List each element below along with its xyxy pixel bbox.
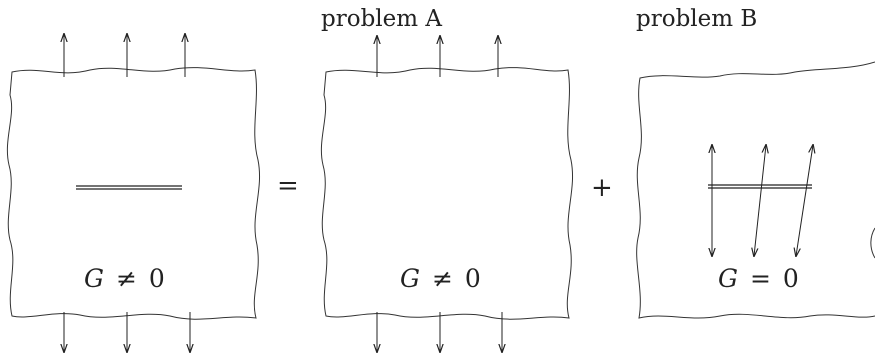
equals-operator: = <box>277 171 299 201</box>
formula-panel-1: G ≠ 0 <box>84 264 165 293</box>
tension-arrows-top <box>377 36 498 77</box>
tension-arrows-bottom <box>377 312 502 352</box>
plus-operator: + <box>591 173 613 203</box>
formula-panel-2: G ≠ 0 <box>400 264 481 293</box>
panel-problem-a: problem A G ≠ 0 <box>320 6 574 352</box>
panel-problem-b: problem B G = 0 <box>636 6 875 319</box>
panel-title-problem-a: problem A <box>321 6 442 32</box>
crack <box>76 185 182 190</box>
tension-arrows-top <box>64 34 185 77</box>
tension-arrows-bottom <box>64 312 190 352</box>
panel-original: G ≠ 0 <box>6 34 261 352</box>
body-outline <box>6 67 261 320</box>
panel-title-problem-b: problem B <box>636 6 757 32</box>
crack-face-arrows <box>712 145 813 256</box>
formula-panel-3: G = 0 <box>718 264 799 293</box>
body-outline <box>320 67 574 320</box>
body-outline-fragment <box>870 227 875 259</box>
crack <box>708 184 812 189</box>
body-outline <box>636 61 875 319</box>
